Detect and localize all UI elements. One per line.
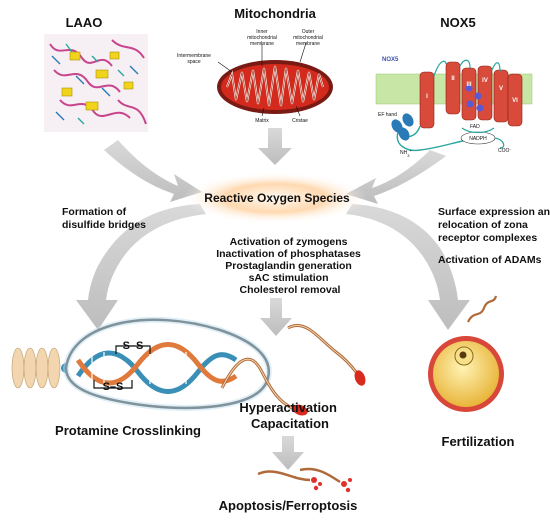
protamine-crosslink-image — [11, 316, 272, 411]
nox5-title: NOX5 — [440, 15, 475, 30]
laao-structure-image — [44, 34, 148, 132]
mitochondria-image — [217, 42, 333, 117]
center-effect-text: Activation of zymogens Inactivation of p… — [216, 236, 364, 296]
fertilization-egg-image — [428, 295, 504, 412]
apoptosis-caption: Apoptosis/Ferroptosis — [219, 498, 358, 513]
mito-label-matrix: Matrix — [255, 118, 269, 124]
arrow-ros-to-left — [76, 204, 206, 330]
arrow-to-apoptosis — [272, 436, 304, 470]
arrow-center-down — [260, 298, 292, 336]
nox5-coo: COO- — [498, 146, 511, 155]
left-effect-line-2: disulfide bridges — [62, 219, 146, 231]
ros-glow — [183, 172, 367, 224]
arrows — [76, 128, 470, 470]
nox5-schematic-image — [375, 59, 533, 152]
arrow-mito-to-ros — [258, 128, 292, 165]
arrow-laao-to-ros — [104, 140, 202, 202]
left-effect-line-1: Formation of — [62, 206, 127, 218]
disulfide-top: S–S — [123, 340, 144, 352]
nox5-helix-5: V — [499, 86, 503, 92]
right-effect-text: Surface expression and relocation of zon… — [438, 206, 550, 266]
hyperactivation-caption: Hyperactivation Capacitation — [239, 400, 340, 431]
fertilization-caption: Fertilization — [442, 434, 515, 449]
mitochondria-title: Mitochondria — [234, 6, 316, 21]
nox5-helix-4: IV — [482, 78, 488, 84]
nox5-helix-3: III — [466, 82, 471, 88]
sperm-cells-image — [220, 324, 366, 416]
nox5-ef-hand: EF hand — [378, 112, 397, 118]
disulfide-bottom: S–S — [103, 381, 124, 393]
ros-label: Reactive Oxygen Species — [204, 191, 350, 205]
nox5-helix-2: II — [451, 76, 455, 82]
apoptotic-sperm-image — [257, 467, 352, 493]
mito-label-cristae: Cristae — [292, 118, 308, 124]
nox5-fad: FAD — [470, 124, 480, 130]
nox5-nadph: NADPH — [469, 136, 487, 142]
nox5-helix-1: I — [426, 94, 428, 100]
nox5-nh3: NH3+ — [400, 148, 412, 158]
nox5-helix-6: VI — [512, 98, 518, 104]
arrow-nox-to-ros — [346, 150, 446, 204]
arrow-ros-to-right — [346, 204, 470, 330]
nox5-inner-title: NOX5 — [382, 57, 399, 63]
protamine-caption: Protamine Crosslinking — [55, 423, 201, 438]
left-effect-text: Formation of disulfide bridges — [62, 206, 146, 231]
laao-title: LAAO — [66, 15, 103, 30]
